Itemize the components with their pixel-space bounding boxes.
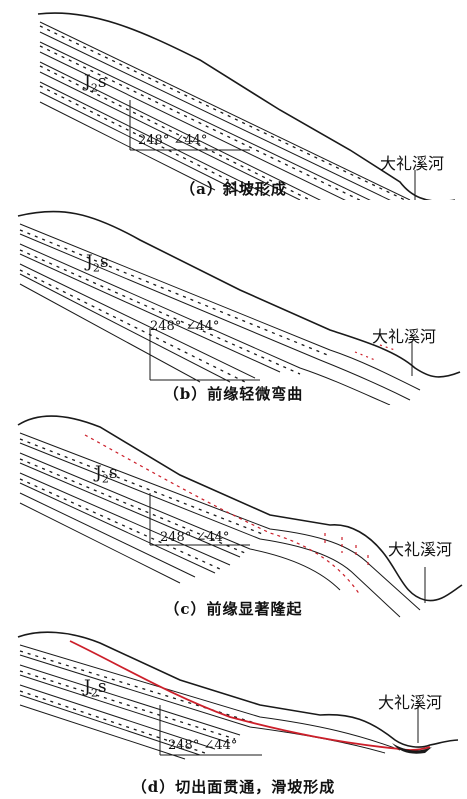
slope-section-b [0, 200, 467, 405]
caption-a: （a）斜坡形成 [0, 178, 467, 199]
formation-label: J2s [95, 463, 118, 485]
formation-label: J2s [86, 252, 109, 274]
panel-a: J2s 248° ∠44° 大礼溪河 （a）斜坡形成 [0, 0, 467, 200]
panel-b: J2s 248° ∠44° 大礼溪河 （b）前缘轻微弯曲 [0, 200, 467, 405]
slope-section-c [0, 405, 467, 625]
attitude-label: 248° ∠44° [160, 530, 229, 545]
attitude-label: 248° ∠44° [150, 319, 219, 334]
river-label: 大礼溪河 [372, 323, 436, 347]
caption-d: （d）切出面贯通，滑坡形成 [0, 776, 467, 797]
formation-label: J2s [84, 72, 107, 94]
attitude-label: 248° ∠44° [138, 133, 207, 148]
caption-c: （c）前缘显著隆起 [0, 598, 467, 619]
formation-label: J2s [84, 677, 107, 699]
river-label: 大礼溪河 [378, 689, 442, 713]
river-label: 大礼溪河 [388, 536, 452, 560]
attitude-label: 248° ∠44° [168, 738, 237, 753]
panel-c: J2s 248° ∠44° 大礼溪河 （c）前缘显著隆起 [0, 405, 467, 625]
river-label: 大礼溪河 [380, 150, 444, 174]
caption-b: （b）前缘轻微弯曲 [0, 383, 467, 404]
panel-d: J2s 248° ∠44° 大礼溪河 （d）切出面贯通，滑坡形成 [0, 625, 467, 799]
